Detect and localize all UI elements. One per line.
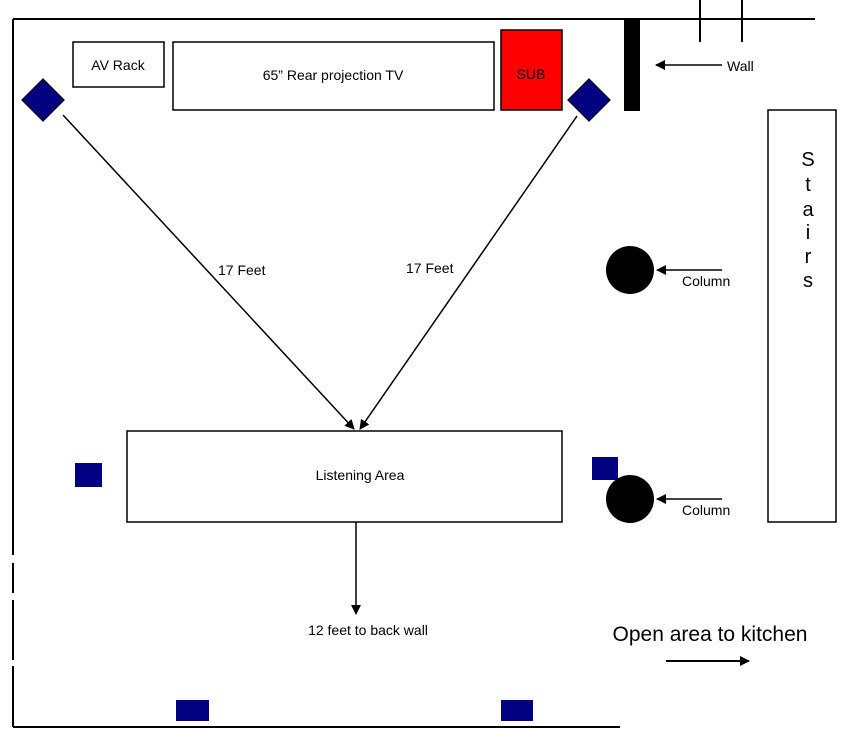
open-area-label: Open area to kitchen	[613, 623, 808, 646]
rear-right-speaker	[501, 700, 533, 721]
back-wall-label: 12 feet to back wall	[308, 622, 428, 638]
tv: 65” Rear projection TV	[172, 41, 495, 111]
rear-left-speaker	[176, 700, 209, 721]
stairs-letter-1: S	[801, 149, 814, 171]
sub-label: SUB	[517, 66, 546, 82]
av-rack: AV Rack	[72, 41, 165, 88]
stairs-letter-2: t	[805, 174, 811, 196]
stairs: S t a i r s	[767, 109, 837, 523]
column-1-label: Column	[682, 273, 730, 289]
column-1	[606, 246, 654, 294]
room-walls	[12, 0, 815, 728]
right-surround-speaker	[592, 457, 618, 480]
left-distance-label: 17 Feet	[218, 262, 266, 278]
right-distance-label: 17 Feet	[406, 260, 454, 276]
front-right-speaker	[567, 78, 611, 122]
listening-area: Listening Area	[126, 430, 563, 523]
left-distance-arrow	[62, 114, 355, 430]
left-surround-speaker	[75, 463, 102, 487]
av-rack-label: AV Rack	[91, 57, 145, 73]
stairs-letter-5: r	[805, 246, 812, 268]
column-2-label: Column	[682, 502, 730, 518]
stairs-letter-6: s	[803, 270, 813, 292]
tv-label: 65” Rear projection TV	[263, 67, 404, 83]
right-distance-arrow	[359, 115, 578, 430]
front-left-speaker	[21, 78, 65, 122]
subwoofer: SUB	[500, 29, 563, 111]
wall-block	[624, 18, 640, 111]
listening-area-label: Listening Area	[316, 467, 405, 483]
wall-label: Wall	[727, 58, 754, 74]
stairs-letter-4: i	[806, 222, 810, 244]
column-2	[606, 475, 654, 523]
stairs-letter-3: a	[802, 199, 814, 221]
